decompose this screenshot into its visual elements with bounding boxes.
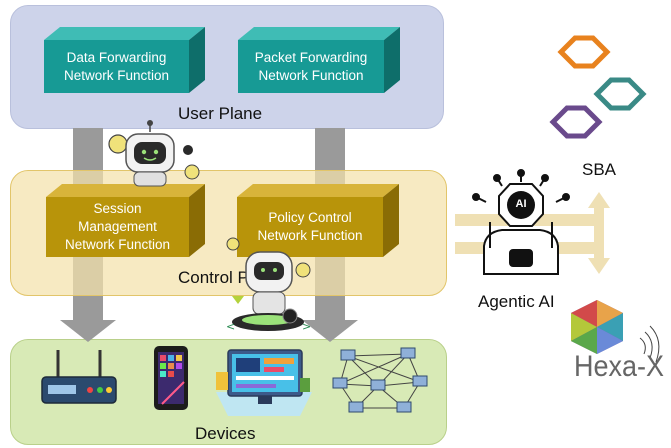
function-label-line: Network Function [257, 228, 363, 243]
function-label-line: Management [78, 219, 157, 234]
function-label-line: Network Function [258, 67, 364, 83]
sba-label: SBA [582, 160, 617, 179]
function-label-line: Data Forwarding [66, 49, 167, 65]
agentic-ai-label: Agentic AI [478, 292, 555, 311]
devices-label: Devices [195, 424, 256, 443]
function-label-line: Packet Forwarding [254, 49, 368, 65]
sba-hexagon-teal [593, 77, 647, 111]
function-label-line: Network Function [63, 67, 170, 83]
function-label-line: Network Function [64, 237, 171, 252]
arrow-head-left [60, 320, 116, 342]
function-label-line: Policy Control [268, 210, 352, 225]
function-label-line: Session [93, 201, 142, 216]
sba-hexagon-orange [557, 35, 611, 69]
network-mesh-icon [332, 347, 428, 413]
robot-icon-bottom: < > [226, 237, 311, 333]
robot-icon-top [108, 120, 200, 187]
arrow-head-right [302, 320, 358, 342]
smartphone-icon [154, 346, 188, 410]
sba-hexagon-purple [549, 105, 603, 139]
router-icon [41, 350, 117, 404]
svg-text:<: < [226, 320, 235, 333]
agent-badge-label: AI [515, 198, 527, 210]
computer-icon [216, 349, 312, 416]
user-plane-label: User Plane [178, 104, 263, 123]
svg-text:>: > [302, 320, 311, 333]
hexa-x-wordmark: Hexa-X [574, 350, 665, 383]
